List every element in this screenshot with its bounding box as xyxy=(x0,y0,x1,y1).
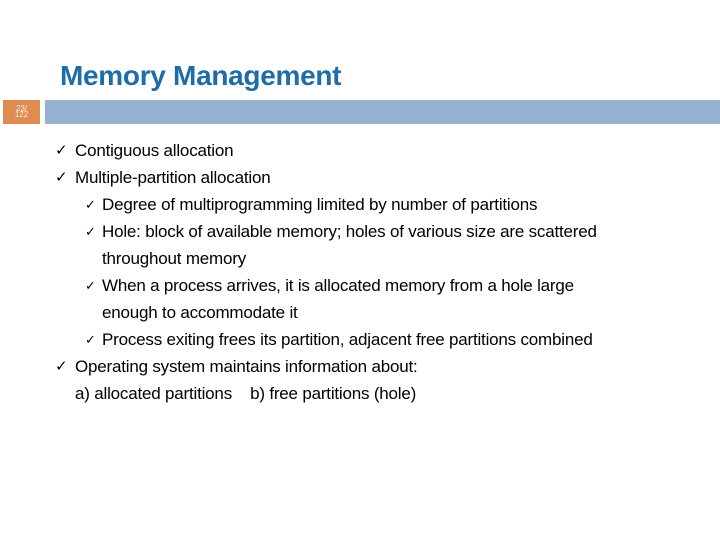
bullet-item: ✓ Hole: block of available memory; holes… xyxy=(0,218,720,272)
checkmark-icon: ✓ xyxy=(55,358,68,375)
bullet-item: ✓ When a process arrives, it is allocate… xyxy=(0,272,720,326)
page-title: Memory Management xyxy=(60,60,342,91)
bullet-item: ✓ Multiple-partition allocation xyxy=(0,164,720,191)
bullet-item: ✓ Contiguous allocation xyxy=(0,137,720,164)
bullet-text: Degree of multiprogramming limited by nu… xyxy=(102,195,538,214)
slide-number-top: 23/ xyxy=(15,104,28,113)
slide-number-box: 23/ 122 xyxy=(3,100,40,124)
checkmark-icon: ✓ xyxy=(85,224,96,239)
title-band: 23/ 122 xyxy=(0,100,720,124)
slide-body: ✓ Contiguous allocation ✓ Multiple-parti… xyxy=(0,137,720,407)
bullet-text: Process exiting frees its partition, adj… xyxy=(102,330,593,349)
bullet-text: enough to accommodate it xyxy=(102,303,298,322)
decorative-bar xyxy=(45,100,720,124)
checkmark-icon: ✓ xyxy=(55,169,68,186)
bullet-text: Hole: block of available memory; holes o… xyxy=(102,222,597,241)
bullet-item: ✓ Operating system maintains information… xyxy=(0,353,720,407)
bullet-text: When a process arrives, it is allocated … xyxy=(102,276,574,295)
bullet-text: Multiple-partition allocation xyxy=(75,168,271,187)
bullet-item: ✓ Degree of multiprogramming limited by … xyxy=(0,191,720,218)
checkmark-icon: ✓ xyxy=(85,332,96,347)
bullet-text: a) allocated partitions b) free partitio… xyxy=(75,384,417,403)
bullet-text: Contiguous allocation xyxy=(75,141,234,160)
checkmark-icon: ✓ xyxy=(85,278,96,293)
bullet-item: ✓ Process exiting frees its partition, a… xyxy=(0,326,720,353)
bullet-text: throughout memory xyxy=(102,249,247,268)
checkmark-icon: ✓ xyxy=(85,197,96,212)
slide-number-bottom: 122 xyxy=(14,110,29,119)
bullet-text: Operating system maintains information a… xyxy=(75,357,418,376)
checkmark-icon: ✓ xyxy=(55,142,68,159)
